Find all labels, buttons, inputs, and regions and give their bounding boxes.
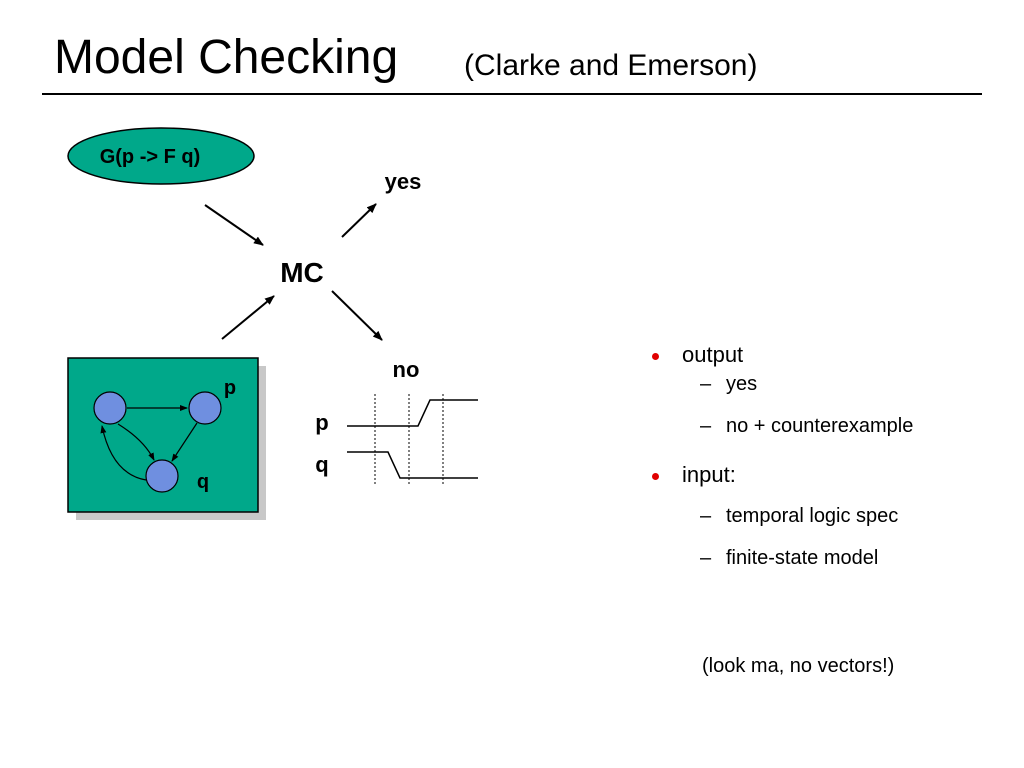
- sub-bullet-item: – temporal logic spec: [652, 502, 1012, 530]
- spec-formula-label: G(p -> F q): [100, 146, 201, 168]
- trace-label-p: p: [315, 410, 328, 435]
- sub-bullet-label: finite-state model: [726, 547, 879, 569]
- sub-bullet-label: no + counterexample: [726, 415, 914, 437]
- sub-bullet-item: – yes: [652, 370, 1012, 398]
- bullet-item-input: input:: [652, 460, 1012, 490]
- mc-to-no-arrow: [331, 290, 383, 341]
- spec-ellipse: [67, 127, 255, 185]
- sub-bullet-marker: –: [700, 505, 712, 527]
- state-node-p: [188, 391, 222, 425]
- title-divider: [42, 93, 982, 95]
- mc-to-yes-arrow: [341, 203, 377, 238]
- model-label-p: p: [224, 377, 236, 399]
- sub-bullet-label: temporal logic spec: [726, 505, 899, 527]
- bullet-label: output: [682, 342, 744, 367]
- bullet-list: output – yes – no + counterexample input…: [652, 340, 1012, 572]
- bullet-item-output: output: [652, 340, 1012, 370]
- transition-q-to-1: [100, 425, 147, 481]
- sub-bullet-marker: –: [700, 373, 712, 395]
- footnote: (look ma, no vectors!): [702, 655, 895, 677]
- bullet-dot: [652, 473, 659, 480]
- bullet-dot: [652, 353, 659, 360]
- bullet-label: input:: [682, 462, 736, 487]
- transition-1-to-q: [117, 423, 155, 461]
- checker-label: MC: [280, 257, 324, 288]
- spec-to-mc-arrow: [204, 204, 264, 246]
- model-to-mc-arrow: [221, 295, 275, 340]
- result-no-label: no: [393, 357, 420, 382]
- state-node-q: [145, 459, 179, 493]
- sub-bullet-marker: –: [700, 547, 712, 569]
- trace-waveform-p: [347, 399, 478, 427]
- sub-bullet-marker: –: [700, 415, 712, 437]
- page-subtitle: (Clarke and Emerson): [464, 49, 758, 82]
- model-label-q: q: [197, 471, 209, 493]
- sub-bullet-item: – finite-state model: [652, 544, 1012, 572]
- trace-waveform-q: [347, 451, 478, 479]
- sub-bullet-label: yes: [726, 373, 758, 395]
- page-title: Model Checking: [54, 31, 399, 84]
- sub-bullet-item: – no + counterexample: [652, 412, 1012, 440]
- trace-label-q: q: [315, 452, 328, 477]
- transition-p-to-q: [171, 422, 198, 462]
- result-yes-label: yes: [385, 169, 422, 194]
- state-node-1: [93, 391, 127, 425]
